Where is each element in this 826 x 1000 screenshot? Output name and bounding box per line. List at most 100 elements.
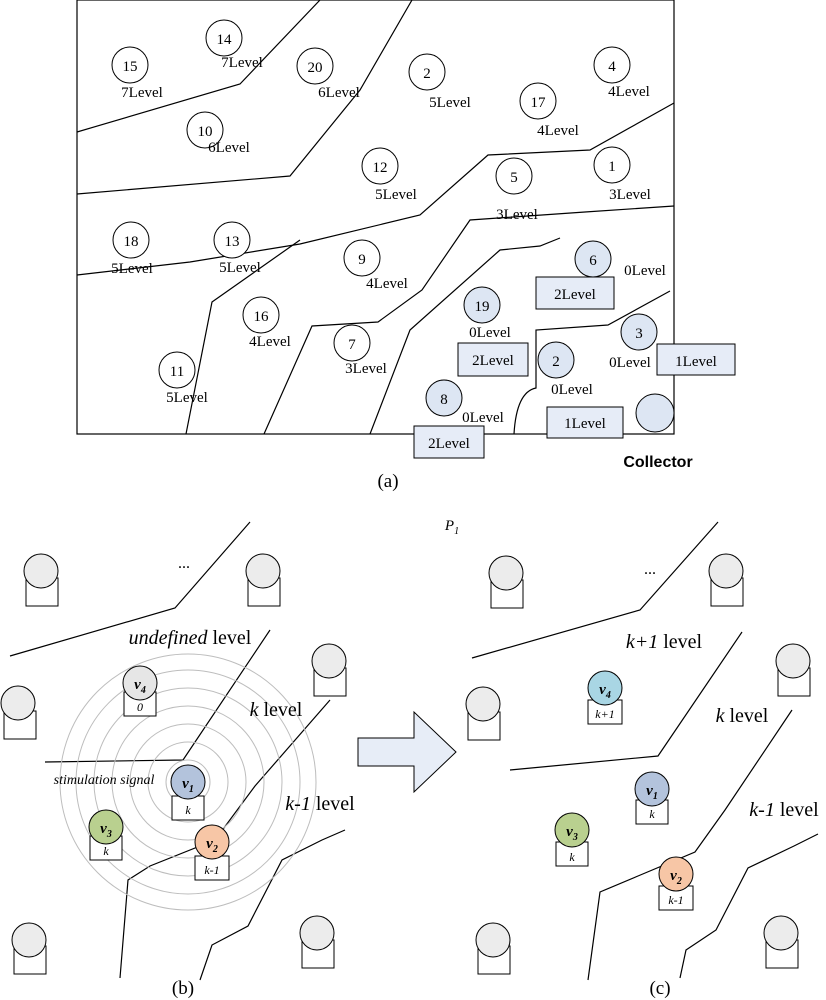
plain-node	[11, 922, 47, 975]
plain-node	[763, 915, 799, 969]
node-name: v4	[134, 677, 146, 696]
level-box-label: 1Level	[675, 354, 717, 370]
node-id: 12	[373, 160, 388, 176]
node-level: 6Level	[318, 85, 360, 101]
node-value: k-1	[204, 863, 219, 877]
level-boundaries-b	[9, 521, 346, 981]
node-v4-b: v4 0	[122, 665, 158, 717]
node-level: 7Level	[221, 55, 263, 71]
node-id: 10	[198, 124, 213, 140]
k-plus-1-level-label: k+1 level	[626, 631, 703, 653]
node-level: 4Level	[608, 84, 650, 100]
level-box	[457, 342, 529, 377]
node-name: v1	[646, 783, 658, 802]
new-node: 3 0Level 1Level	[609, 313, 736, 376]
node-id: 7	[348, 337, 356, 353]
node-value: k-1	[668, 893, 683, 907]
node-level: 4Level	[366, 276, 408, 292]
node-name: v2	[670, 868, 682, 887]
plain-node	[245, 553, 281, 607]
transition-arrow	[357, 710, 457, 794]
sensor-node: 18 5Level	[111, 221, 153, 277]
new-node: 2 0Level 1Level	[537, 341, 624, 439]
sensor-node: 7 3Level	[333, 324, 387, 377]
panel-a: 15 7Level 14 7Level 20 6Level 2 5Level 4	[76, 0, 736, 492]
level-box	[413, 425, 485, 459]
node-level: 4Level	[249, 334, 291, 350]
sensor-node: 2 5Level	[408, 53, 471, 111]
node-id: 17	[531, 95, 547, 111]
node-v1-b: v1 k	[170, 764, 206, 821]
node-level: 0Level	[469, 325, 511, 341]
node-name: v3	[100, 821, 112, 840]
level-boundaries-c	[471, 521, 819, 981]
plain-node	[775, 643, 811, 697]
level-box-label: 2Level	[554, 287, 596, 303]
node-id: 15	[123, 59, 138, 75]
plain-node	[299, 915, 335, 969]
undefined-level-label: undefined level	[129, 627, 252, 649]
sensor-nodes: 15 7Level 14 7Level 20 6Level 2 5Level 4	[111, 19, 651, 406]
node-id: 19	[475, 299, 490, 315]
node-name: v3	[566, 824, 578, 843]
node-id: 1	[608, 159, 616, 175]
plain-node	[311, 643, 347, 697]
node-v2-c: v2 k-1	[658, 856, 694, 911]
sensor-node: 5 3Level	[495, 157, 538, 223]
level-box	[546, 406, 624, 439]
node-value: k+1	[595, 707, 614, 721]
node-value: 0	[137, 700, 143, 714]
node-v2-b: v2 k-1	[194, 824, 230, 881]
plain-node	[475, 922, 511, 975]
node-id: 4	[608, 59, 616, 75]
node-level: 5Level	[219, 260, 261, 276]
node-level: 0Level	[551, 382, 593, 398]
node-name: v2	[206, 836, 218, 855]
node-level: 6Level	[208, 140, 250, 156]
level-box-label: 2Level	[428, 436, 470, 452]
node-v4-c: v4 k+1	[587, 670, 623, 725]
sensor-node: 16 4Level	[242, 296, 291, 350]
sensor-node: 17 4Level	[519, 82, 579, 139]
ellipsis-b: ...	[178, 555, 190, 572]
node-level: 4Level	[537, 123, 579, 139]
sensor-node: 11 5Level	[158, 351, 208, 406]
node-v3-c: v3 k	[554, 812, 590, 867]
node-v3-b: v3 k	[88, 809, 124, 861]
node-id: 5	[510, 170, 518, 186]
caption-c: (c)	[649, 978, 670, 999]
new-node: 19 0Level 2Level	[457, 286, 529, 377]
node-id: 3	[635, 326, 643, 342]
collector-label: Collector	[623, 454, 692, 471]
node-level: 0Level	[609, 355, 651, 371]
k-minus-1-level-label-c: k-1 level	[749, 799, 819, 821]
sensor-node: 15 7Level	[111, 46, 163, 101]
node-value: k	[569, 850, 575, 864]
plain-nodes-b	[0, 553, 347, 975]
new-nodes: 6 0Level 2Level 19 0Level 2Level 3 0Leve…	[413, 240, 736, 459]
k-level-label: k level	[250, 699, 303, 721]
node-level: 5Level	[166, 390, 208, 406]
level-boundaries	[76, 0, 675, 435]
node-name: v4	[599, 682, 611, 701]
stimulation-signal-label: stimulation signal	[54, 773, 155, 788]
plain-node	[23, 553, 59, 607]
stimulation-rings	[59, 653, 317, 911]
level-box	[656, 343, 736, 376]
node-name: v1	[182, 776, 194, 795]
panel-c: P1 v4 k+1 v1 k	[444, 518, 819, 999]
node-value: k	[649, 807, 655, 821]
sensor-node: 9 4Level	[343, 239, 408, 292]
new-node: 8 0Level 2Level	[413, 379, 504, 459]
node-id: 13	[225, 234, 240, 250]
sensor-node: 4 4Level	[593, 46, 650, 100]
node-id: 14	[217, 32, 233, 48]
level-box-label: 2Level	[472, 353, 514, 369]
node-v1-c: v1 k	[634, 771, 670, 825]
new-node: 6 0Level 2Level	[535, 240, 666, 310]
caption-a: (a)	[377, 471, 398, 492]
node-level: 0Level	[624, 263, 666, 279]
plain-node	[0, 685, 37, 740]
panel-c-title: P1	[444, 518, 459, 537]
